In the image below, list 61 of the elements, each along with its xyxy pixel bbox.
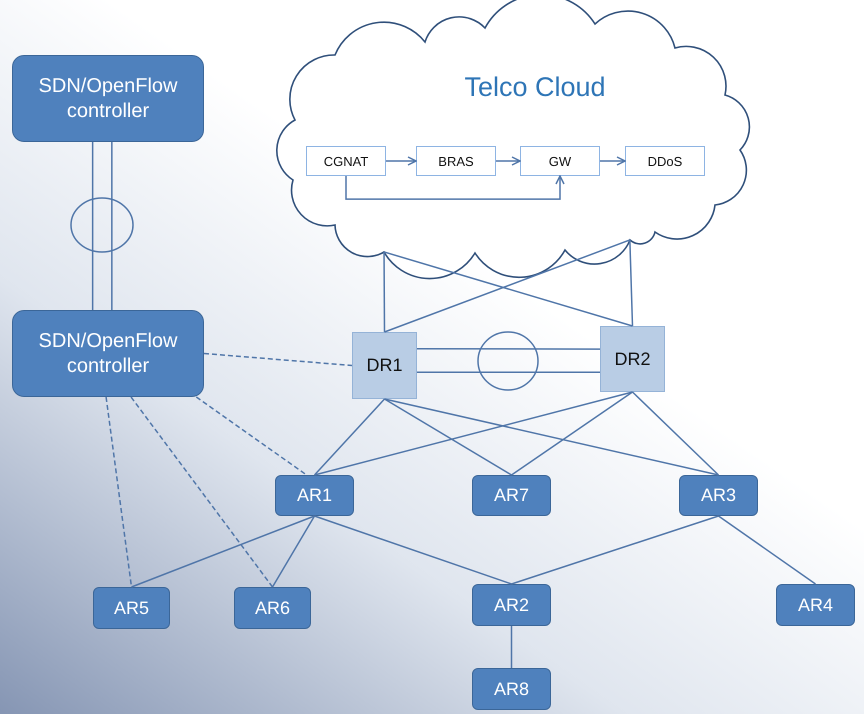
link-line <box>314 515 512 585</box>
link-line <box>629 240 634 326</box>
router-box <box>679 475 758 516</box>
router-box <box>93 587 170 629</box>
link-line <box>417 371 600 373</box>
node-label: AR5 <box>114 598 149 618</box>
router-box <box>472 668 551 710</box>
link-line <box>417 348 600 350</box>
link-line <box>384 398 719 476</box>
link-line <box>384 251 633 327</box>
link-line <box>314 398 386 476</box>
link-line <box>510 626 512 668</box>
link-line <box>718 515 816 585</box>
function-box <box>416 146 496 176</box>
router-box <box>352 332 417 399</box>
arrow <box>600 156 626 166</box>
link-line <box>272 516 316 588</box>
function-box <box>306 146 386 176</box>
node-label: GW <box>548 154 572 168</box>
dashed-link <box>204 352 352 366</box>
node-label: AR4 <box>798 594 833 616</box>
node-label: BRAS <box>438 154 474 168</box>
router-box <box>275 475 354 516</box>
cloud-title: Telco Cloud <box>463 72 607 103</box>
link-line <box>314 391 633 476</box>
node-label: AR7 <box>494 485 529 506</box>
controller-box <box>12 310 204 397</box>
node-label: AR3 <box>700 485 736 506</box>
function-box <box>625 146 705 176</box>
link-line <box>511 391 633 476</box>
node-label: DDoS <box>648 154 682 168</box>
link-line <box>92 142 94 310</box>
link-line <box>632 391 720 476</box>
dashed-link <box>196 396 308 476</box>
link-line <box>111 142 113 310</box>
router-box <box>776 584 855 626</box>
node-label: AR2 <box>494 594 529 616</box>
node-label: AR1 <box>296 485 332 506</box>
controller-box <box>12 55 204 142</box>
node-label: DR1 <box>366 355 402 376</box>
router-box <box>472 475 551 516</box>
link-line <box>384 239 630 333</box>
router-box <box>234 587 311 629</box>
arrow <box>496 156 521 166</box>
node-label: SDN/OpenFlow controller <box>38 74 178 124</box>
router-box <box>472 584 551 626</box>
link-line <box>384 398 512 476</box>
link-line <box>383 252 386 332</box>
arrow <box>345 175 565 200</box>
link-line <box>511 515 719 585</box>
node-label: DR2 <box>614 348 650 370</box>
router-box <box>600 326 665 392</box>
dashed-link <box>130 396 274 588</box>
node-label: AR8 <box>494 678 529 700</box>
link-line <box>131 515 315 588</box>
node-label: SDN/OpenFlow controller <box>38 328 178 378</box>
arrow <box>386 156 417 166</box>
function-box <box>520 146 600 176</box>
dashed-link <box>105 396 132 588</box>
node-label: AR6 <box>254 598 290 618</box>
node-label: CGNAT <box>324 154 368 168</box>
